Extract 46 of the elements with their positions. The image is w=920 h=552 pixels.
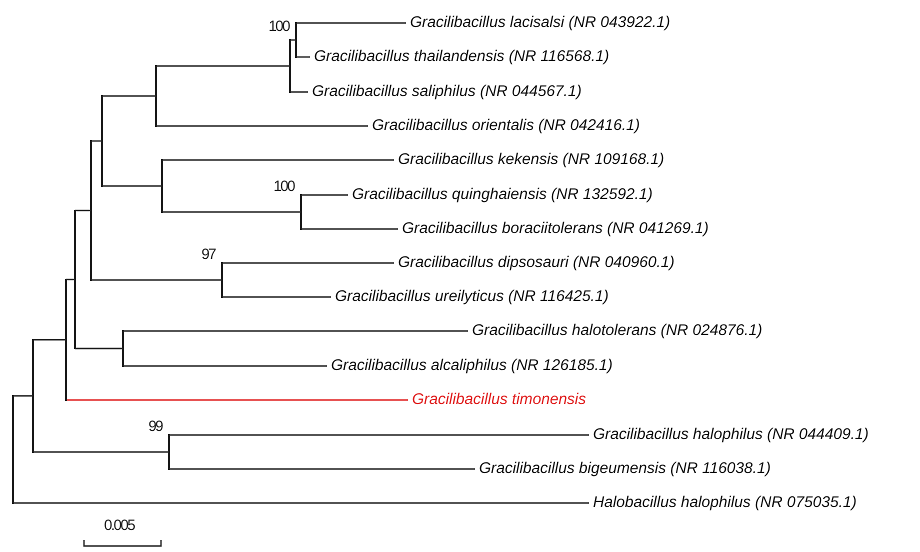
branch-line [296, 22, 406, 24]
branch-line [33, 339, 65, 340]
branch-line [162, 159, 394, 161]
branch-line [13, 395, 32, 397]
scale-value: 0.005 [104, 517, 134, 534]
branch-line [156, 65, 289, 67]
bootstrap-value: 100 [268, 18, 289, 35]
branch-line [75, 210, 90, 212]
taxon-label: Gracilibacillus alcaliphilus (NR 126185.1) [331, 357, 613, 375]
bootstrap-value: 97 [201, 246, 215, 263]
branch-line [102, 95, 155, 97]
taxon-label: Gracilibacillus timonensis [412, 391, 586, 409]
taxon-label: Gracilibacillus bigeumensis (NR 116038.1) [479, 460, 771, 478]
branch-line [222, 296, 331, 298]
taxon-label: Gracilibacillus orientalis (NR 042416.1) [372, 117, 640, 135]
taxon-label: Gracilibacillus kekensis (NR 109168.1) [398, 151, 664, 169]
taxon-label: Gracilibacillus lacisalsi (NR 043922.1) [410, 14, 670, 32]
branch-line [301, 194, 348, 196]
branch-line [102, 185, 161, 187]
branch-line [169, 468, 475, 470]
branch-line [301, 228, 398, 230]
taxon-label: Gracilibacillus thailandensis (NR 116568.1) [314, 48, 610, 66]
branch-line [296, 56, 310, 58]
branch-line [13, 502, 589, 504]
bootstrap-value: 99 [148, 418, 162, 435]
branch-line [123, 365, 327, 367]
taxon-label: Gracilibacillus saliphilus (NR 044567.1) [312, 83, 582, 101]
branch-line [91, 140, 101, 142]
branch-line [162, 211, 300, 213]
bootstrap-value: 100 [273, 178, 294, 195]
branch-line [91, 279, 221, 281]
branch-line [33, 451, 168, 453]
taxon-label: Gracilibacillus boraciitolerans (NR 041269.1) [402, 220, 709, 238]
branch-line [169, 434, 589, 436]
branch-line [66, 399, 408, 401]
taxon-label: Gracilibacillus halophilus (NR 044409.1) [593, 426, 869, 444]
taxon-label: Gracilibacillus quinghaiensis (NR 132592.1) [352, 186, 653, 204]
taxon-label: Gracilibacillus dipsosauri (NR 040960.1) [398, 254, 675, 272]
branch-line [156, 125, 368, 127]
taxon-label: Halobacillus halophilus (NR 075035.1) [593, 494, 857, 512]
taxon-label: Gracilibacillus halotolerans (NR 024876.1) [472, 322, 762, 340]
branch-line [123, 330, 468, 332]
branch-line [222, 262, 394, 264]
branch-line [290, 91, 308, 93]
taxon-label: Gracilibacillus ureilyticus (NR 116425.1) [335, 288, 609, 306]
branch-line [75, 348, 122, 350]
